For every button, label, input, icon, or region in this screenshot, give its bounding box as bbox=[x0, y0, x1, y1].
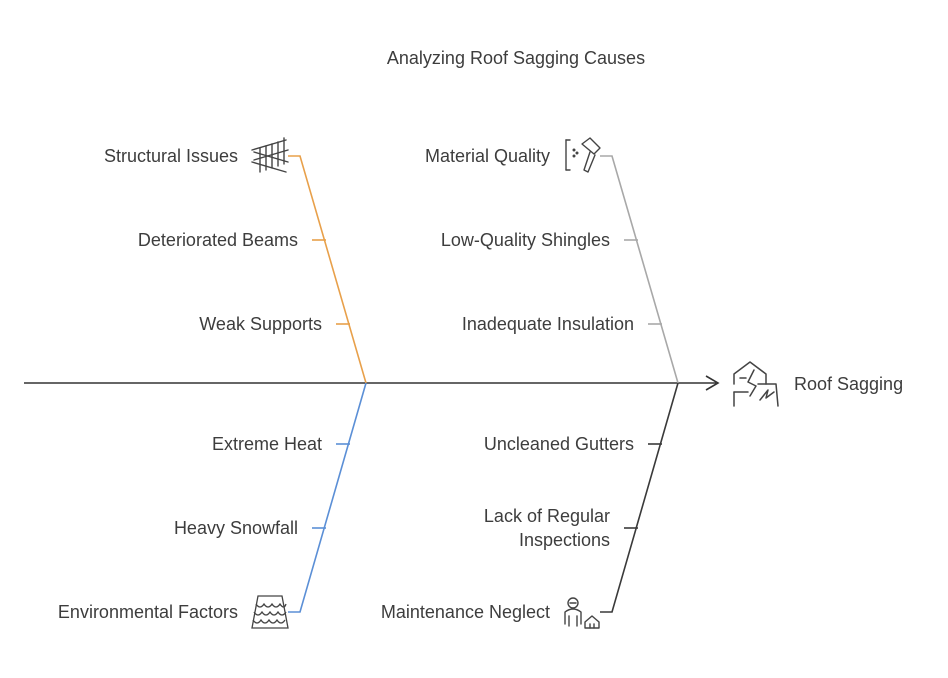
bone-structural bbox=[288, 155, 367, 384]
cause-inadequate-insulation: Inadequate Insulation bbox=[461, 314, 634, 334]
ladder-beam-icon bbox=[251, 137, 289, 173]
effect-label: Roof Sagging bbox=[794, 374, 904, 394]
cause-extreme-heat: Extreme Heat bbox=[211, 434, 322, 454]
bone-material bbox=[600, 155, 679, 384]
roof-tiles-icon bbox=[251, 595, 289, 629]
cause-uncleaned-gutters: Uncleaned Gutters bbox=[483, 434, 634, 454]
house-crack-icon bbox=[733, 361, 779, 407]
category-structural-label: Structural Issues bbox=[103, 146, 238, 166]
cause-deteriorated-beams: Deteriorated Beams bbox=[137, 230, 298, 250]
cause-heavy-snowfall: Heavy Snowfall bbox=[173, 518, 298, 538]
spine-arrowhead bbox=[705, 375, 720, 391]
cause-regular-inspections: Lack of Regular Inspections bbox=[483, 506, 610, 550]
diagram-title: Analyzing Roof Sagging Causes bbox=[386, 48, 646, 68]
category-environmental-label: Environmental Factors bbox=[57, 602, 238, 622]
cause-low-quality-shingles: Low-Quality Shingles bbox=[440, 230, 610, 250]
hammer-icon bbox=[565, 137, 601, 173]
bone-environmental bbox=[288, 382, 367, 613]
cause-weak-supports: Weak Supports bbox=[199, 314, 322, 334]
bone-maintenance bbox=[600, 382, 679, 613]
worker-house-icon bbox=[564, 597, 600, 629]
category-material-label: Material Quality bbox=[424, 146, 550, 166]
category-maintenance-label: Maintenance Neglect bbox=[380, 602, 550, 622]
